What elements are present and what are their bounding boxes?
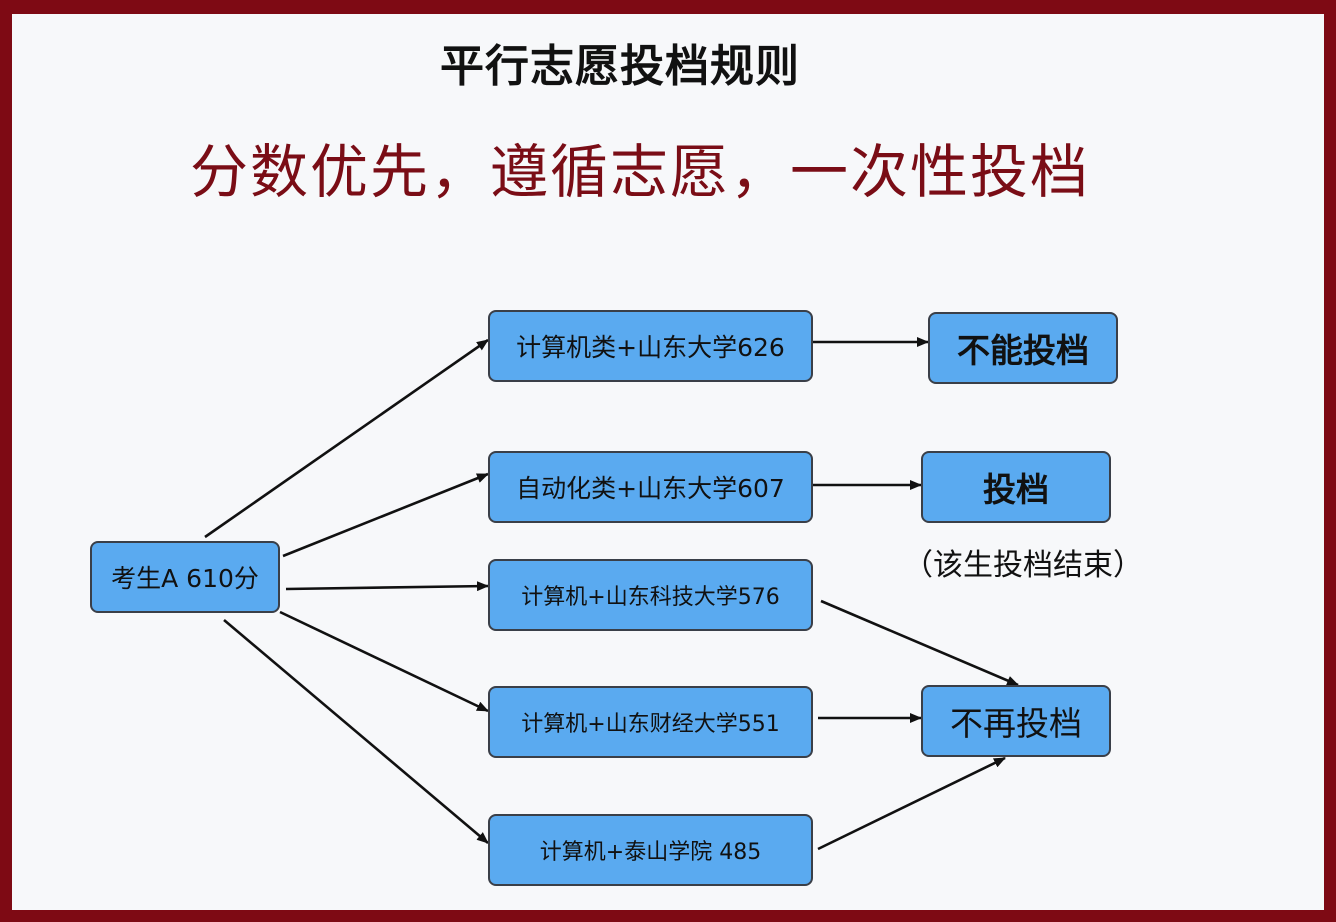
- diagram-subtitle: 分数优先，遵循志愿，一次性投档: [189, 138, 1090, 206]
- result-node-submitted: 投档: [921, 451, 1111, 523]
- option-node-3: 计算机+山东科技大学576: [488, 559, 813, 631]
- result-node-cannot-submit: 不能投档: [928, 312, 1118, 384]
- arrow-option-5-to-result-3: [817, 756, 1006, 851]
- option-node-5: 计算机+泰山学院 485: [488, 814, 813, 886]
- arrow-candidate-to-option-3: [285, 581, 489, 592]
- diagram-title: 平行志愿投档规则: [440, 41, 800, 92]
- arrow-candidate-to-option-2: [282, 472, 489, 558]
- arrow-candidate-to-option-5: [223, 619, 489, 844]
- arrow-candidate-to-option-1: [204, 338, 489, 539]
- option-node-2: 自动化类+山东大学607: [488, 451, 813, 523]
- candidate-node: 考生A 610分: [90, 541, 280, 613]
- end-note: （该生投档结束）: [903, 548, 1143, 583]
- result-node-no-further: 不再投档: [921, 685, 1111, 757]
- option-node-1: 计算机类+山东大学626: [488, 310, 813, 382]
- option-node-4: 计算机+山东财经大学551: [488, 686, 813, 758]
- arrow-option-3-to-result-3: [820, 599, 1019, 687]
- arrow-candidate-to-option-4: [279, 610, 489, 713]
